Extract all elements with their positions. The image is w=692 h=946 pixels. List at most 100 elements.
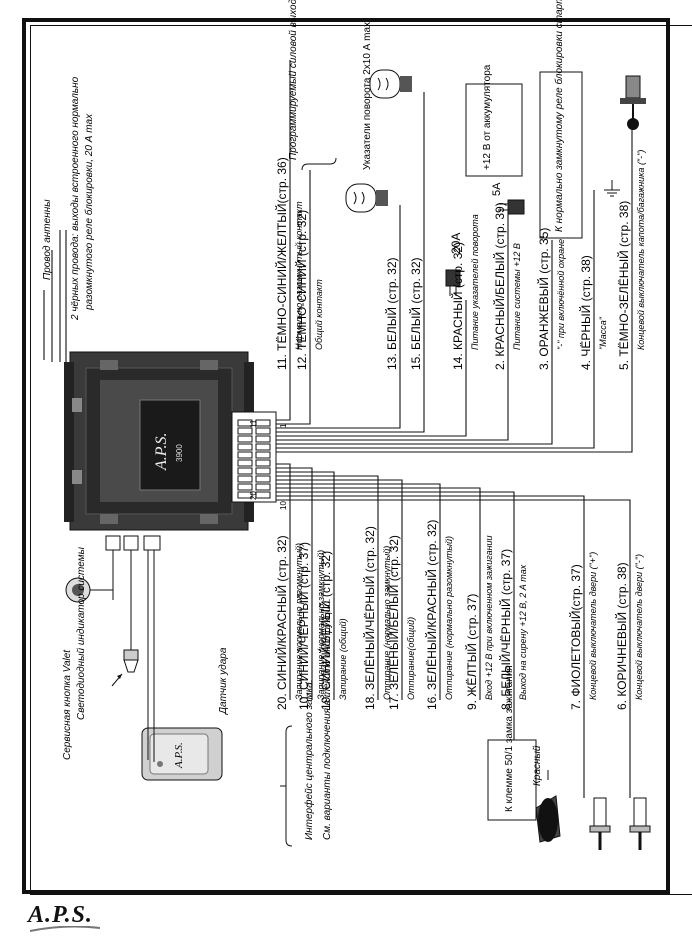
battery-box bbox=[465, 83, 523, 177]
connector-pin bbox=[237, 459, 253, 467]
turn-signals-label: Указатели поворота 2х10 А max bbox=[362, 22, 373, 170]
wire-label-left-7: 8. БЕЛЫЙ/ЧЁРНЫЙ (стр. 37) bbox=[498, 549, 513, 710]
pin-label-1: 1 bbox=[279, 423, 288, 428]
led-label: Светодиодный индикатор системы bbox=[76, 546, 87, 720]
wire-sublabel-left-6: Вход +12 В при включенном зажигании bbox=[484, 535, 494, 700]
connector-pin bbox=[237, 443, 253, 451]
pin-label-20: 20 bbox=[249, 491, 258, 500]
starter-label: К нормально замкнутому реле блокировки с… bbox=[553, 0, 565, 232]
wire-label-left-4: 17. ЗЕЛЁНЫЙ/БЕЛЫЙ (стр. 32) bbox=[386, 535, 401, 710]
connector-pin bbox=[237, 427, 253, 435]
wire-right-8 bbox=[276, 120, 633, 453]
connector-pin bbox=[237, 475, 253, 483]
wire-sublabel-right-0: Нормально разомкнутый контакт bbox=[294, 201, 304, 350]
unit-model: 3900 bbox=[175, 444, 184, 462]
connector-pin bbox=[255, 483, 271, 491]
relay-note-2: разомкнутого реле блокировки, 20 А max bbox=[83, 113, 95, 311]
wire-label-left-3: 18. ЗЕЛЁНЫЙ/ЧЁРНЫЙ (стр. 32) bbox=[362, 526, 377, 710]
pin-label-11: 11 bbox=[249, 419, 258, 428]
fuse-5a-icon bbox=[498, 199, 525, 215]
wire-label-left-6: 9. ЖЁЛТЫЙ (стр. 37) bbox=[464, 594, 479, 710]
wire-sublabel-left-7: Выход на сирену +12 В, 2 А max bbox=[518, 564, 528, 700]
sensor-brand: A.P.S. bbox=[173, 742, 185, 769]
relay-note-1: 2 чёрных провода: выходы встроенного нор… bbox=[70, 76, 81, 321]
wire-label-left-8: 7. ФИОЛЕТОВЫЙ(стр. 37) bbox=[568, 564, 583, 710]
wire-left-6 bbox=[276, 487, 481, 700]
interface-label: Интерфейс центрального замка. bbox=[303, 679, 315, 840]
shock-sensor-icon: A.P.S. bbox=[141, 727, 223, 781]
connector-pin bbox=[237, 483, 253, 491]
wire-sublabel-right-7: "Масса" bbox=[598, 316, 608, 350]
connector-pin bbox=[255, 451, 271, 459]
hood-switch-icon bbox=[620, 75, 646, 130]
wire-label-right-7: 4. ЧЁРНЫЙ (стр. 38) bbox=[578, 255, 593, 370]
wire-label-right-0: 11. ТЁМНО-СИНИЙ/ЖЕЛТЫЙ(стр. 36) bbox=[274, 157, 289, 370]
wire-right-1 bbox=[276, 170, 311, 425]
pin-label-10: 10 bbox=[279, 501, 288, 510]
wire-right-4 bbox=[276, 300, 467, 437]
valet-button-icon bbox=[65, 560, 114, 603]
wire-right-3 bbox=[276, 92, 425, 433]
wire-label-right-2: 13. БЕЛЫЙ (стр. 32) bbox=[384, 257, 399, 370]
fuse-20a-icon bbox=[445, 269, 461, 296]
connector-pin bbox=[255, 443, 271, 451]
wire-sublabel-right-5: Питание системы +12 В bbox=[512, 243, 522, 350]
main-connector: 11 1 20 10 bbox=[231, 411, 288, 510]
wire-label-left-9: 6. КОРИЧНЕВЫЙ (стр. 38) bbox=[614, 562, 629, 710]
connector-pin bbox=[237, 451, 253, 459]
wire-label-left-1: 10. СИНИЙ/ЧЁРНЫЙ (стр. 37) bbox=[296, 542, 311, 710]
wire-left-9 bbox=[276, 499, 631, 798]
prog-output-label: Программируемый силовой выход 2-го канал… bbox=[288, 0, 299, 160]
wire-right-0 bbox=[276, 60, 291, 421]
fuse-20a-label: 20А bbox=[449, 233, 463, 254]
wire-left-8 bbox=[276, 495, 585, 798]
antenna-wire bbox=[43, 250, 53, 362]
door-switch-minus-icon bbox=[629, 797, 651, 850]
wire-sublabel-right-1: Общий контакт bbox=[314, 279, 324, 350]
wire-label-left-5: 16. ЗЕЛЁНЫЙ/КРАСНЫЙ (стр. 32) bbox=[424, 520, 439, 710]
wire-right-2 bbox=[276, 205, 401, 429]
control-unit: A.P.S. 3900 bbox=[64, 351, 254, 531]
wire-right-7 bbox=[276, 190, 595, 449]
ignition-label: К клемме 50/1 замка зажигания bbox=[504, 665, 515, 812]
lamp-icon-bottom bbox=[345, 183, 388, 213]
connector-pin bbox=[255, 467, 271, 475]
connector-pin bbox=[255, 491, 271, 499]
wire-left-5 bbox=[276, 483, 441, 700]
connector-pin bbox=[255, 419, 271, 427]
wire-label-right-1: 12. ТЁМНО-СИНИЙ (стр. 32) bbox=[294, 210, 309, 370]
connector-pin bbox=[255, 459, 271, 467]
ignition-box bbox=[487, 739, 537, 821]
connector-pin bbox=[237, 491, 253, 499]
shock-sensor-label: Датчик удара bbox=[218, 647, 229, 715]
door-switch-plus-icon bbox=[589, 797, 611, 850]
wire-sublabel-right-6: "-" при включённой охране bbox=[556, 239, 566, 350]
output-brace bbox=[301, 157, 337, 171]
valet-label: Сервисная кнопка Valet bbox=[62, 649, 73, 760]
wire-sublabel-left-2: Запирание (общий) bbox=[338, 618, 348, 700]
wire-sublabel-left-5: Отпирание (нормально разомкнутый) bbox=[444, 536, 454, 700]
wire-label-right-8: 5. ТЁМНО-ЗЕЛЁНЫЙ (стр. 38) bbox=[616, 201, 631, 370]
wire-label-left-0: 20. СИНИЙ/КРАСНЫЙ (стр. 32) bbox=[274, 535, 289, 710]
wire-left-3 bbox=[276, 475, 379, 700]
wire-label-right-4: 14. КРАСНЫЙ (стр. 32) bbox=[450, 242, 465, 370]
fuse-5a-label: 5А bbox=[491, 182, 503, 196]
starter-relay-box bbox=[539, 71, 583, 239]
wire-sublabel-left-3: Отпирание (нормально замкнутый) bbox=[382, 546, 392, 700]
wire-left-0 bbox=[276, 463, 291, 700]
wire-left-2 bbox=[276, 471, 335, 700]
unit-brand: A.P.S. bbox=[153, 433, 170, 471]
connector-pin bbox=[237, 467, 253, 475]
wire-right-5 bbox=[276, 214, 509, 441]
wire-right-6 bbox=[276, 240, 553, 445]
see-variants-label: См. варианты подключения в тексте инстру… bbox=[322, 598, 333, 840]
siren-icon bbox=[535, 770, 561, 843]
red-wire-label: Красный bbox=[532, 745, 543, 786]
battery-label: +12 В от аккумулятора bbox=[482, 64, 493, 170]
led-indicator-icon bbox=[111, 640, 139, 687]
wire-label-right-6: 3. ОРАНЖЕВЫЙ (стр. 35) bbox=[536, 228, 551, 370]
logo-swoosh-icon bbox=[30, 926, 100, 932]
connector-pin bbox=[255, 475, 271, 483]
wire-label-right-5: 2. КРАСНЫЙ/БЕЛЫЙ (стр. 39) bbox=[492, 202, 507, 370]
